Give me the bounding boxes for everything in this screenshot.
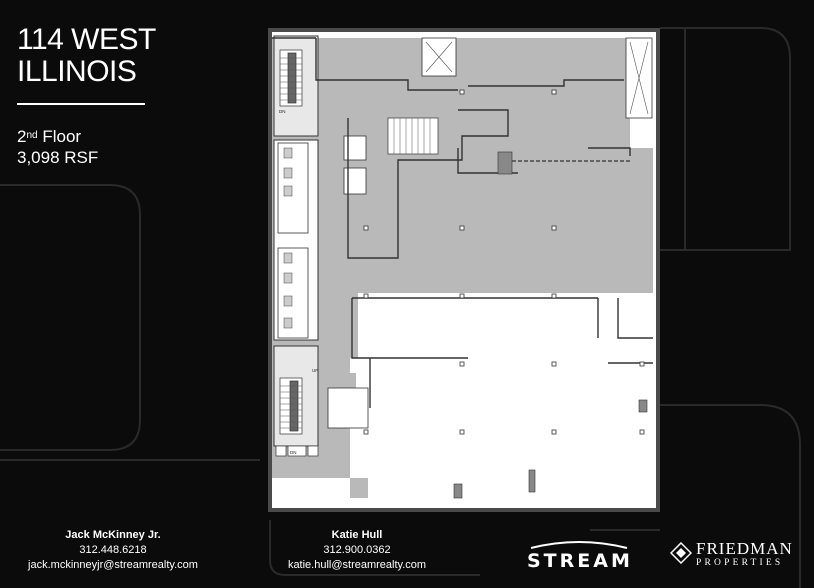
stream-logo: STREAM	[527, 540, 633, 574]
contact-name: Katie Hull	[331, 529, 383, 541]
floor-suffix: nd	[26, 130, 38, 141]
title-divider	[17, 103, 145, 105]
stream-arc-icon	[530, 541, 628, 549]
floor-label: 2nd Floor	[17, 126, 98, 147]
contact-phone[interactable]: 312.448.6218	[79, 544, 147, 556]
floor-word: Floor	[42, 127, 82, 146]
diamond-icon	[670, 542, 692, 564]
friedman-logo: FRIEDMAN PROPERTIES	[668, 538, 810, 578]
stair-down-label: DN	[279, 109, 286, 114]
contact-name: Jack McKinney Jr.	[65, 529, 161, 541]
friedman-logo-text: FRIEDMAN	[696, 539, 793, 558]
friedman-logo-subtext: PROPERTIES	[696, 558, 784, 568]
contact-email[interactable]: jack.mckinneyjr@streamrealty.com	[28, 559, 198, 571]
contact-card-1: Jack McKinney Jr. 312.448.6218 jack.mcki…	[8, 528, 218, 573]
floor-info: 2nd Floor 3,098 RSF	[17, 126, 98, 168]
building-title-line2: ILLINOIS	[17, 55, 137, 88]
floor-area: 3,098 RSF	[17, 148, 99, 167]
floor-number: 2	[17, 127, 27, 146]
building-title-line1: 114 WEST	[17, 23, 156, 56]
stair-up-label: UP	[312, 368, 318, 373]
contact-phone[interactable]: 312.900.0362	[323, 544, 391, 556]
building-title: 114 WEST ILLINOIS	[17, 24, 156, 88]
floor-plan: DN UP DN	[268, 28, 660, 512]
contact-card-2: Katie Hull 312.900.0362 katie.hull@strea…	[272, 528, 442, 573]
stream-logo-text: STREAM	[527, 550, 633, 572]
contact-email[interactable]: katie.hull@streamrealty.com	[287, 559, 427, 571]
stair-down-label-2: DN	[290, 450, 297, 455]
